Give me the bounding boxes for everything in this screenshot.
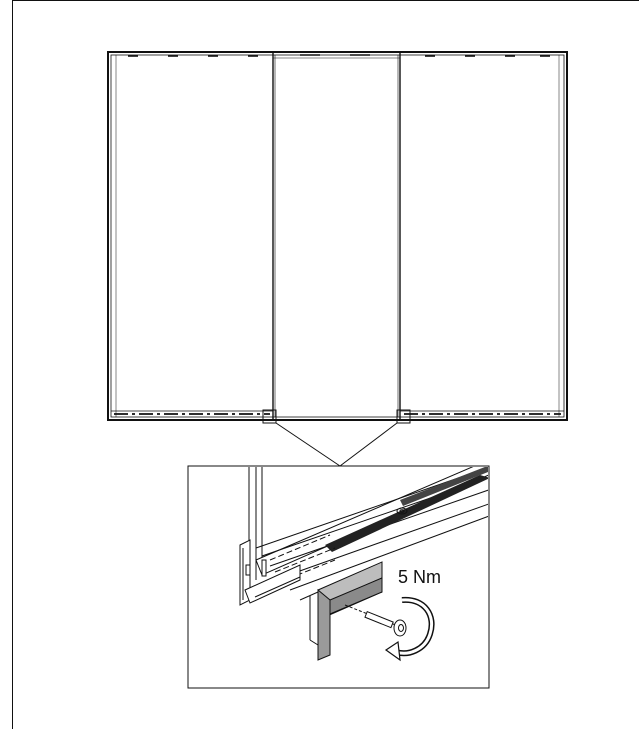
clip-bracket [299,561,383,661]
bottom-rail-profile [255,467,488,591]
callout-leader-lines [275,422,398,467]
cabinet-front-view [107,51,568,421]
center-panel [272,52,401,420]
clockwise-arrow-icon [384,596,435,662]
bottom-rail [111,410,564,415]
end-profile [239,539,301,606]
screw-icon [344,604,407,637]
torque-label: 5 Nm [398,567,441,587]
detail-marker-left [262,409,277,424]
detail-callout: 5 Nm [187,465,490,689]
page-border [12,0,639,729]
detail-markers [262,409,411,424]
detail-marker-right [396,409,411,424]
